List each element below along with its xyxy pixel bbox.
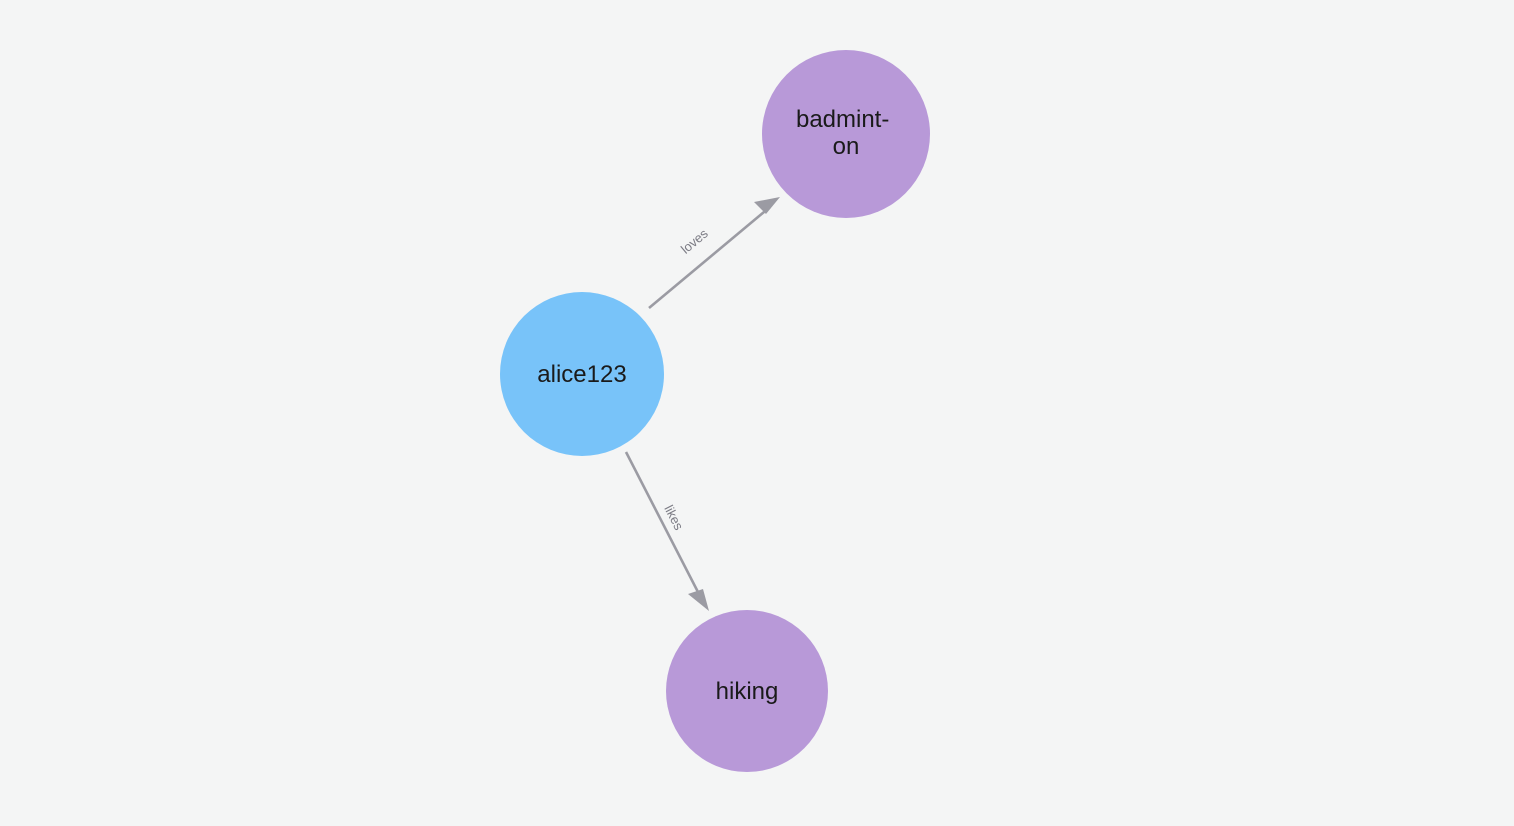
- nodes-layer: badmint- on alice123 hiking: [500, 50, 930, 772]
- node-alice123[interactable]: alice123: [500, 292, 664, 456]
- arrowhead-likes-icon: [688, 589, 709, 611]
- edge-line-loves[interactable]: [648, 206, 771, 309]
- node-badminton[interactable]: badmint- on: [762, 50, 930, 218]
- node-hiking[interactable]: hiking: [666, 610, 828, 772]
- edge-line-likes[interactable]: [624, 451, 701, 595]
- edge-alice123-likes-hiking[interactable]: likes: [624, 451, 709, 611]
- arrowhead-loves-icon: [754, 197, 780, 214]
- edge-label-loves: loves: [678, 225, 711, 256]
- edge-alice123-loves-badminton[interactable]: loves: [648, 197, 780, 309]
- node-hiking-circle[interactable]: [666, 610, 828, 772]
- node-alice123-circle[interactable]: [500, 292, 664, 456]
- node-badminton-circle[interactable]: [762, 50, 930, 218]
